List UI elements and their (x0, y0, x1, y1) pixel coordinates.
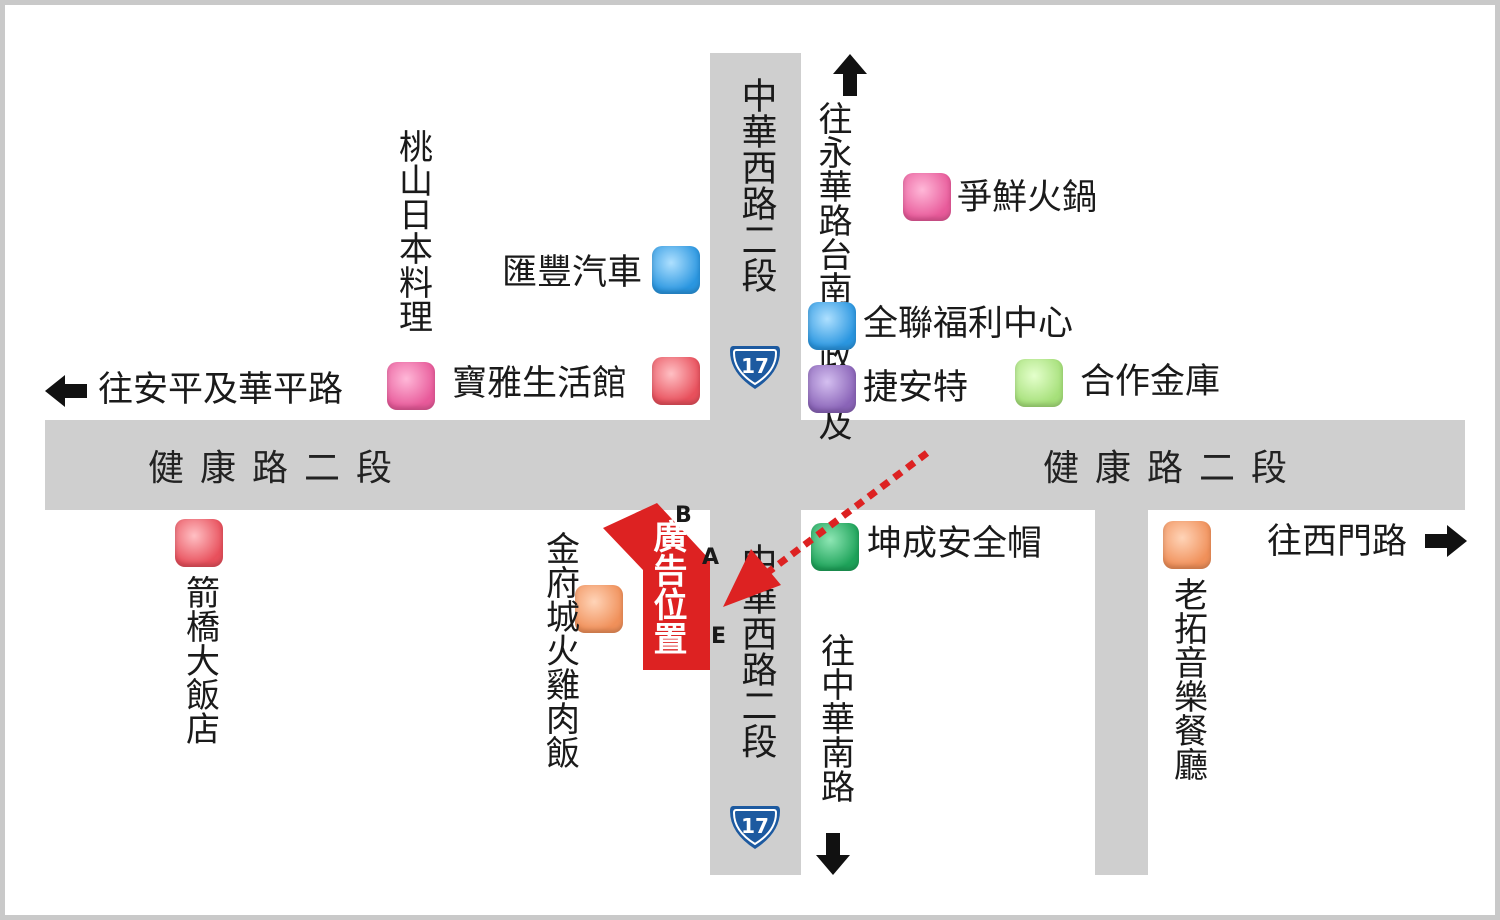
marker-zhengxian-icon (903, 173, 951, 221)
road-zhonghua-west (710, 53, 801, 875)
place-label-huifeng: 匯豐汽車 (502, 253, 643, 293)
place-label-jianqiao: 箭橋大飯店 (179, 575, 220, 745)
direction-north-label: 往永華路台南市政府及 (812, 101, 852, 441)
place-label-quanlian: 全聯福利中心 (863, 304, 1074, 344)
ad-location-shape (603, 503, 710, 670)
dotted-pointer-arrow-icon (723, 450, 930, 607)
place-label-taoshan: 桃山日本料理 (392, 129, 433, 333)
marker-jianqiao-icon (175, 519, 223, 567)
place-label-hezuo: 合作金庫 (1080, 362, 1221, 402)
ad-corner-b: B (675, 503, 692, 528)
road-side-east (1095, 510, 1148, 875)
marker-huifeng-icon (652, 246, 700, 294)
highway-17-number-upper: 17 (741, 354, 769, 378)
arrow-north-icon (833, 54, 867, 96)
place-label-jieante: 捷安特 (863, 368, 969, 408)
place-label-zhengxian: 爭鮮火鍋 (957, 178, 1098, 218)
marker-laotuo-icon (1163, 521, 1211, 569)
road-label-zhonghua-upper: 中華西路二段 (735, 77, 777, 293)
marker-baoya-icon (652, 357, 700, 405)
place-label-jinfucheng: 金府城火雞肉飯 (539, 531, 580, 769)
marker-jinfucheng-icon (575, 585, 623, 633)
road-label-kangjian-right: 健康路二段 (1043, 448, 1304, 489)
ad-corner-a: A (702, 545, 720, 570)
place-label-laotuo: 老拓音樂餐廳 (1167, 577, 1208, 781)
marker-jieante-icon (808, 365, 856, 413)
arrow-west-icon (45, 375, 87, 407)
marker-hezuo-icon (1015, 359, 1063, 407)
place-label-baoya: 寶雅生活館 (452, 364, 628, 404)
direction-south-label: 往中華南路 (814, 633, 855, 803)
marker-taoshan-icon (387, 362, 435, 410)
highway-17-shield-lower: 17 (730, 806, 780, 849)
marker-quanlian-icon (808, 302, 856, 350)
direction-west-label: 往安平及華平路 (98, 370, 344, 410)
arrow-south-icon (816, 833, 850, 875)
highway-17-number-lower: 17 (741, 814, 769, 838)
ad-corner-e: E (711, 624, 727, 649)
direction-east-label: 往西門路 (1267, 522, 1408, 562)
road-label-kangjian-left: 健康路二段 (148, 448, 409, 489)
highway-17-shield-upper: 17 (730, 346, 780, 389)
arrow-east-icon (1425, 525, 1467, 557)
ad-location-label: 廣告位置 (647, 519, 687, 655)
place-label-kuncheng: 坤成安全帽 (867, 524, 1043, 564)
